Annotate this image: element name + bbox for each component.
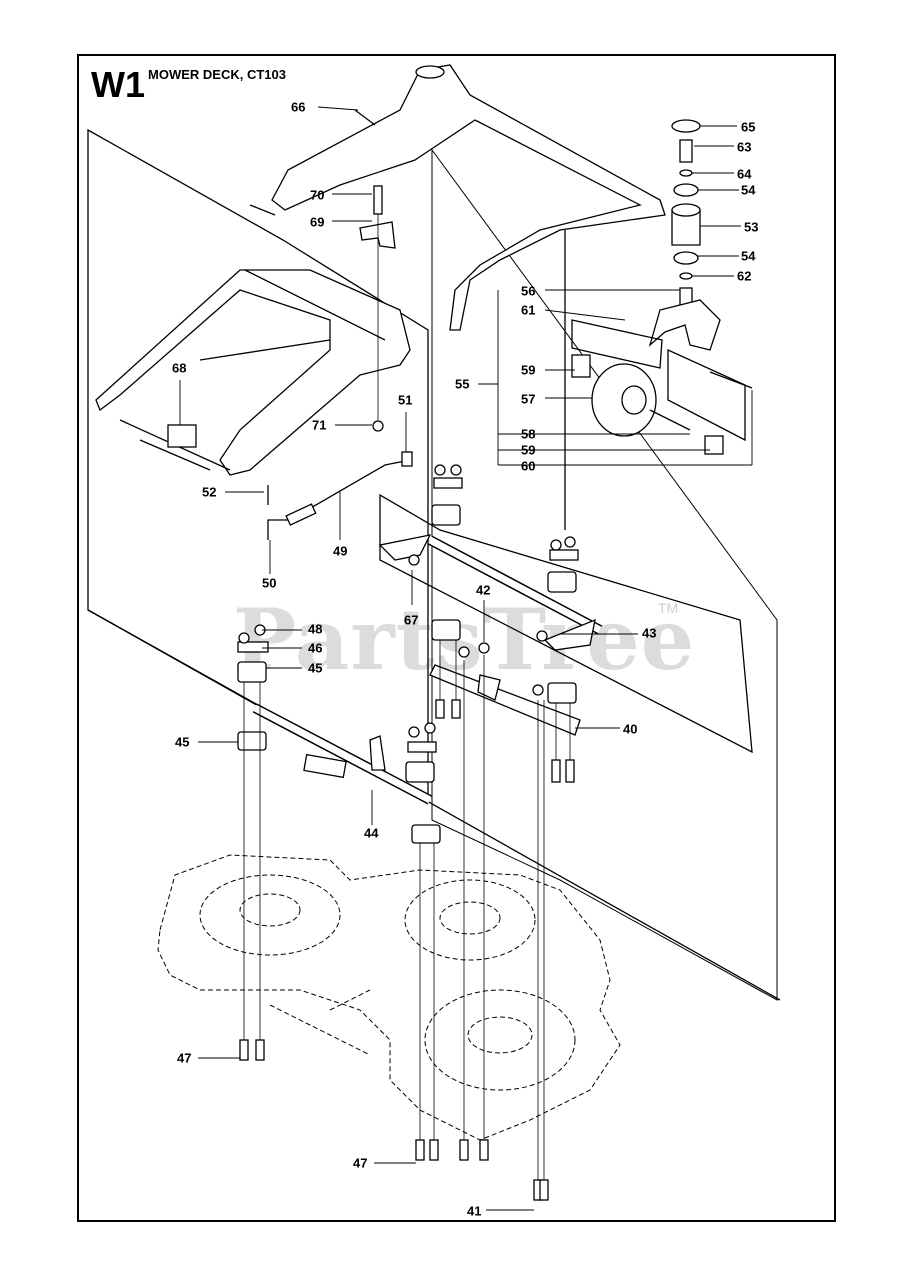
sheet-code: W1 — [91, 64, 145, 105]
callout-71: 71 — [312, 417, 327, 433]
mower-deck — [157, 854, 621, 1141]
callout-51: 51 — [398, 392, 413, 408]
callout-55: 55 — [455, 376, 470, 392]
lift-arm-40 — [429, 664, 581, 736]
callout-50: 50 — [262, 575, 277, 591]
callout-47-lower: 47 — [353, 1155, 368, 1171]
callout-54-lower: 54 — [741, 248, 756, 264]
front-lift-frame — [95, 269, 411, 476]
callout-42: 42 — [476, 582, 491, 598]
castor-fork — [648, 299, 721, 351]
callout-70: 70 — [310, 187, 325, 203]
callout-57: 57 — [521, 391, 536, 407]
callout-53: 53 — [744, 219, 759, 235]
callout-44: 44 — [364, 825, 379, 841]
callout-60: 60 — [521, 458, 536, 474]
diagram-frame — [77, 54, 836, 1222]
callout-59: 59 — [521, 362, 536, 378]
callout-46: 46 — [308, 640, 323, 656]
callout-41: 41 — [467, 1203, 482, 1219]
callout-59-lower: 59 — [521, 442, 536, 458]
callout-48: 48 — [308, 621, 323, 637]
callout-58: 58 — [521, 426, 536, 442]
left-plane-outline — [87, 128, 429, 802]
callout-43: 43 — [642, 625, 657, 641]
watermark-tm: TM — [658, 600, 679, 616]
deck-hanger-bracket — [271, 64, 666, 331]
callout-66: 66 — [291, 99, 306, 115]
callout-64: 64 — [737, 166, 752, 182]
callout-68: 68 — [172, 360, 187, 376]
callout-45-left: 45 — [175, 734, 190, 750]
callout-67: 67 — [404, 612, 419, 628]
callout-61: 61 — [521, 302, 536, 318]
callout-56: 56 — [521, 283, 536, 299]
bracket-69 — [359, 221, 396, 249]
callout-45: 45 — [308, 660, 323, 676]
callout-47: 47 — [177, 1050, 192, 1066]
sheet-title: MOWER DECK, CT103 — [148, 67, 286, 82]
callout-65: 65 — [741, 119, 756, 135]
callout-49: 49 — [333, 543, 348, 559]
callout-69: 69 — [310, 214, 325, 230]
right-plane-outline — [431, 148, 778, 1001]
callout-54: 54 — [741, 182, 756, 198]
callout-62: 62 — [737, 268, 752, 284]
callout-63: 63 — [737, 139, 752, 155]
callout-40: 40 — [623, 721, 638, 737]
callout-52: 52 — [202, 484, 217, 500]
mid-plane-outline — [379, 493, 753, 754]
